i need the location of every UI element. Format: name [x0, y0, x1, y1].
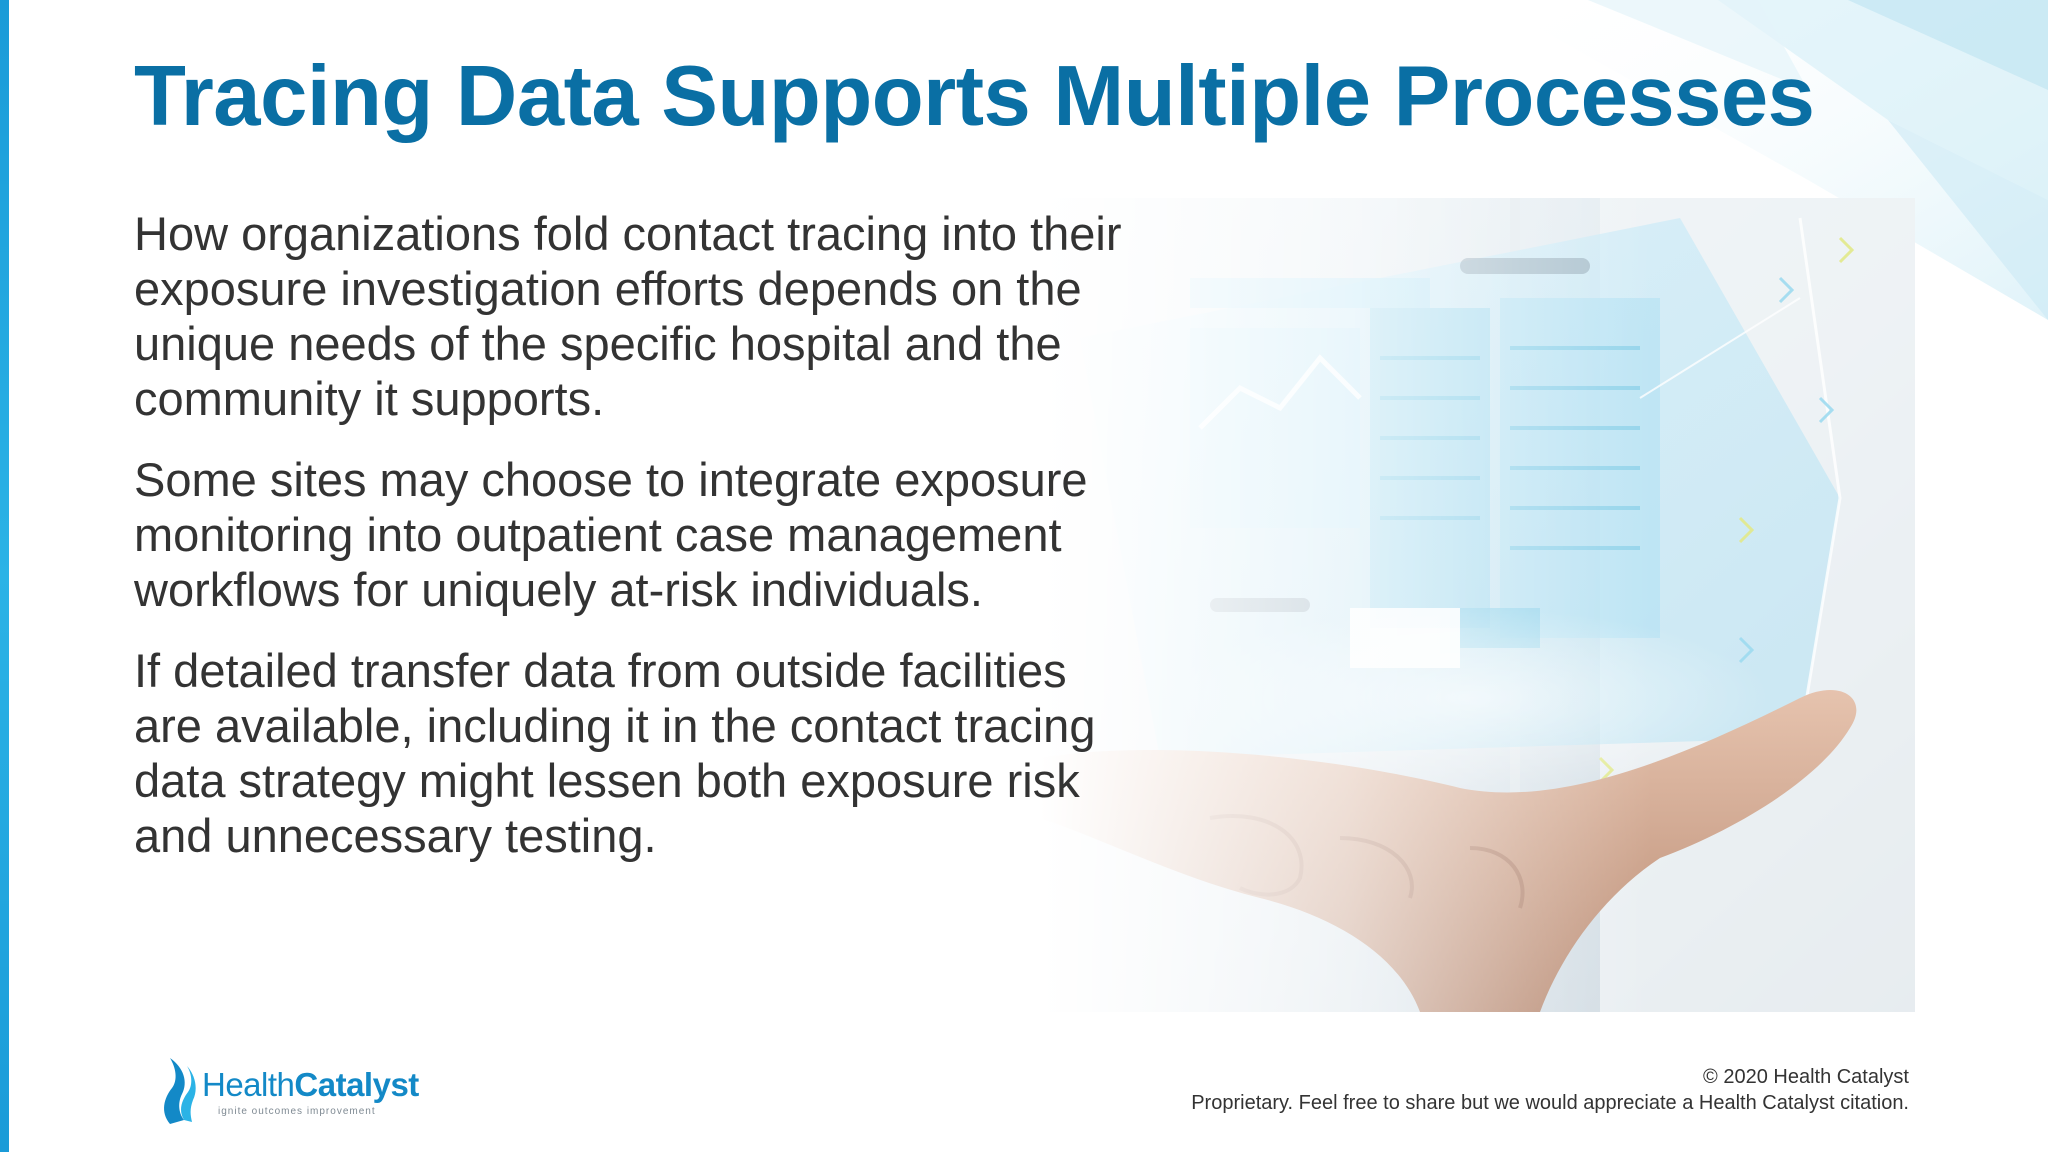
- flame-icon: [164, 1058, 196, 1124]
- paragraph-2: Some sites may choose to integrate expos…: [134, 453, 1088, 616]
- corner-decoration: [1488, 0, 2048, 320]
- hero-image: [1040, 198, 1915, 1012]
- paragraph-1: How organizations fold contact tracing i…: [134, 207, 1122, 425]
- slide-title: Tracing Data Supports Multiple Processes: [134, 49, 1815, 144]
- footer-copyright: © 2020 Health Catalyst: [1703, 1066, 1909, 1088]
- footer-notice: Proprietary. Feel free to share but we w…: [1191, 1092, 1909, 1114]
- left-accent-strip: [0, 0, 9, 1152]
- body-text: How organizations fold contact tracing i…: [134, 206, 1144, 889]
- hand-holding-holographic-screen-icon: [1040, 198, 1915, 1012]
- footer: © 2020 Health Catalyst Proprietary. Feel…: [1191, 1064, 1909, 1116]
- logo-word-health: Health: [202, 1066, 295, 1103]
- logo-wordmark: HealthCatalyst: [202, 1066, 419, 1104]
- logo-tagline: ignite outcomes improvement: [218, 1106, 376, 1117]
- paragraph-3: If detailed transfer data from outside f…: [134, 644, 1096, 862]
- logo-word-catalyst: Catalyst: [294, 1066, 419, 1103]
- health-catalyst-logo: HealthCatalyst ignite outcomes improveme…: [160, 1050, 460, 1130]
